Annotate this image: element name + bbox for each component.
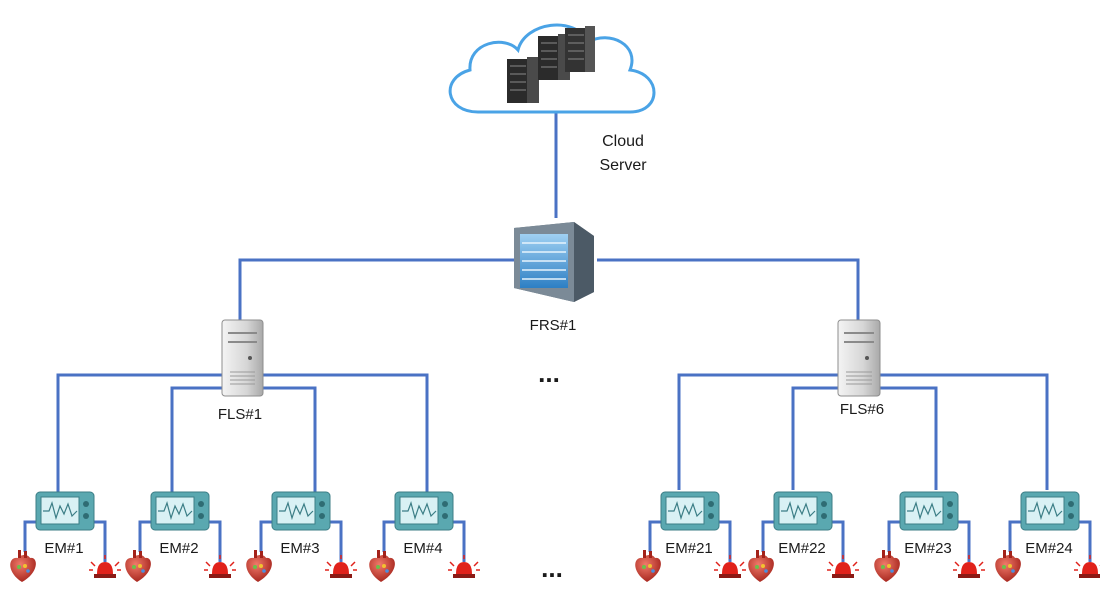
edge-monitor-node[interactable]: EM#22 <box>748 491 859 582</box>
fls6-bus-outer <box>677 373 838 490</box>
monitor-label: EM#22 <box>778 540 826 557</box>
alarm-light-icon <box>714 555 746 578</box>
edge-monitor-node[interactable]: EM#4 <box>369 491 480 582</box>
heart-sensor-icon <box>246 550 272 582</box>
cloud-server-node[interactable]: Cloud Server <box>448 23 656 174</box>
alarm-light-icon <box>953 555 985 578</box>
server-rack-icon <box>507 26 595 103</box>
fls6-bus-inner-right <box>880 386 938 490</box>
fls1-bus-outer-right <box>263 373 429 492</box>
monitor-label: EM#23 <box>904 540 952 557</box>
edge-monitor-node[interactable]: EM#3 <box>246 491 357 582</box>
frs-label: FRS#1 <box>530 317 577 334</box>
ecg-monitor-icon <box>271 491 331 531</box>
ecg-monitor-icon <box>150 491 210 531</box>
edge-monitor-node[interactable]: EM#21 <box>635 491 746 582</box>
fls1-bus-outer <box>56 373 222 492</box>
frs-to-fls1-line <box>238 258 514 322</box>
edge-monitors: EM#1 EM#2 EM#3 EM#4 EM#21 EM#22 EM#23 EM#24 <box>10 491 1100 582</box>
monitor-label: EM#2 <box>159 540 198 557</box>
ecg-monitor-icon <box>35 491 95 531</box>
monitor-label: EM#24 <box>1025 540 1073 557</box>
monitor-label: EM#4 <box>403 540 442 557</box>
ecg-monitor-icon <box>773 491 833 531</box>
monitor-label: EM#1 <box>44 540 83 557</box>
server-tower-icon <box>221 319 264 397</box>
ecg-monitor-icon <box>660 491 720 531</box>
frs-node[interactable]: FRS#1 <box>514 222 594 334</box>
edge-monitor-node[interactable]: EM#2 <box>125 491 236 582</box>
alarm-light-icon <box>89 555 121 578</box>
fls-label-1: FLS#1 <box>218 406 262 423</box>
fls6-bus-inner <box>791 386 838 490</box>
fls-label-6: FLS#6 <box>840 401 884 418</box>
alarm-light-icon <box>448 555 480 578</box>
edge-monitor-node[interactable]: EM#24 <box>995 491 1100 582</box>
ellipsis-bottom: ... <box>541 553 563 583</box>
fls1-bus-inner <box>170 386 222 492</box>
ecg-monitor-icon <box>1020 491 1080 531</box>
cloud-label-line1: Cloud <box>602 133 644 150</box>
heart-sensor-icon <box>874 550 900 582</box>
cloud-label-line2: Server <box>599 157 647 174</box>
fls1-bus-inner-right <box>263 386 317 492</box>
alarm-light-icon <box>325 555 357 578</box>
monitor-label: EM#3 <box>280 540 319 557</box>
heart-sensor-icon <box>748 550 774 582</box>
heart-sensor-icon <box>10 550 36 582</box>
ellipsis-middle: ... <box>538 358 560 388</box>
heart-sensor-icon <box>995 550 1021 582</box>
server-tower-icon <box>837 319 881 397</box>
ecg-monitor-icon <box>899 491 959 531</box>
fls-node-6[interactable]: FLS#6 <box>837 319 884 418</box>
fls6-bus-outer-right <box>880 373 1049 490</box>
edge-monitor-node[interactable]: EM#23 <box>874 491 985 582</box>
ecg-monitor-icon <box>394 491 454 531</box>
edge-monitor-node[interactable]: EM#1 <box>10 491 121 582</box>
alarm-light-icon <box>827 555 859 578</box>
blue-server-icon <box>514 222 594 302</box>
fls-node-1[interactable]: FLS#1 <box>218 319 264 423</box>
heart-sensor-icon <box>369 550 395 582</box>
monitor-label: EM#21 <box>665 540 713 557</box>
heart-sensor-icon <box>635 550 661 582</box>
heart-sensor-icon <box>125 550 151 582</box>
frs-to-fls6-line <box>597 258 860 322</box>
alarm-light-icon <box>204 555 236 578</box>
alarm-light-icon <box>1074 555 1100 578</box>
connection-lines <box>56 112 1049 492</box>
